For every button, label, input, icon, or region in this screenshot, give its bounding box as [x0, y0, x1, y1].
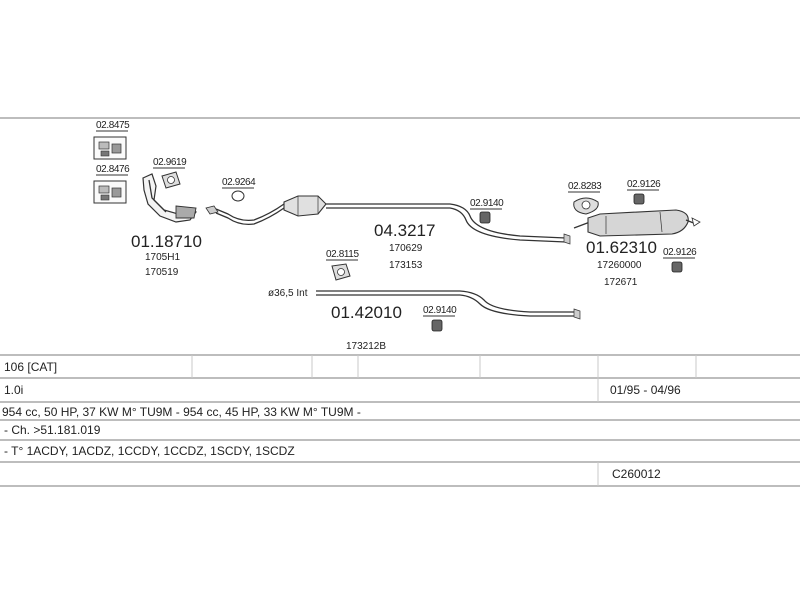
table-specs: 954 cc, 50 HP, 37 KW M° TU9M - 954 cc, 4… [2, 405, 361, 419]
part-02-9619[interactable]: 02.9619 [153, 157, 188, 189]
front-pipe-code: 01.18710 [131, 232, 202, 251]
part-02-9140-upper[interactable]: 02.9140 [470, 198, 505, 224]
part-label: 02.8475 [96, 120, 130, 131]
table-model: 106 [CAT] [4, 360, 57, 374]
part-02-8115[interactable]: 02.8115 [326, 249, 360, 281]
part-02-8475[interactable]: 02.8475 [93, 120, 131, 160]
table-types: - T° 1ACDY, 1ACDZ, 1CCDY, 1CCDZ, 1SCDY, … [4, 444, 295, 458]
catalytic-converter [283, 195, 327, 217]
rear-silencer-ref-2: 172671 [604, 277, 638, 288]
part-label: 02.9619 [153, 157, 187, 168]
alt-pipe-ref: 173212B [346, 341, 386, 352]
part-02-9140-lower[interactable]: 02.9140 [423, 305, 458, 332]
alt-middle-pipe[interactable]: ø36,5 Int 01.42010 173212B [268, 288, 581, 352]
part-02-9264[interactable]: 02.9264 [222, 177, 257, 202]
part-label: 02.9126 [627, 179, 661, 190]
part-label: 02.8283 [568, 181, 602, 192]
part-label: 02.8476 [96, 164, 130, 175]
table-period: 01/95 - 04/96 [610, 383, 681, 397]
middle-pipe-upper [215, 203, 285, 222]
part-label: 02.9140 [423, 305, 457, 316]
rear-silencer-code: 01.62310 [586, 238, 657, 257]
part-02-8476[interactable]: 02.8476 [93, 164, 131, 204]
silencer-body [587, 209, 689, 237]
front-pipe-ref-2: 170519 [145, 267, 179, 278]
middle-section-ref-2: 173153 [389, 260, 423, 271]
part-label: 02.9126 [663, 247, 697, 258]
front-pipe-ref-1: 1705H1 [145, 252, 180, 263]
middle-pipe-lower [215, 207, 285, 226]
part-02-9126-upper[interactable]: 02.9126 [627, 179, 662, 205]
front-pipe[interactable]: 01.18710 1705H1 170519 [131, 173, 202, 278]
part-label: 02.9264 [222, 177, 256, 188]
rear-silencer[interactable]: 01.62310 17260000 172671 [573, 209, 701, 288]
middle-section[interactable]: 04.3217 170629 173153 [205, 195, 571, 271]
table-ref: C260012 [612, 467, 661, 481]
table-engine: 1.0i [4, 383, 23, 397]
rear-silencer-ref-1: 17260000 [597, 260, 642, 271]
middle-section-code: 04.3217 [374, 221, 435, 240]
alt-pipe-diameter-note: ø36,5 Int [268, 288, 308, 299]
part-label: 02.9140 [470, 198, 504, 209]
spec-table: 106 [CAT] 1.0i 01/95 - 04/96 954 cc, 50 … [0, 354, 800, 487]
part-label: 02.8115 [326, 249, 359, 260]
middle-section-ref-1: 170629 [389, 243, 423, 254]
table-chassis: - Ch. >51.181.019 [4, 423, 101, 437]
alt-pipe-code: 01.42010 [331, 303, 402, 322]
part-02-9126-lower[interactable]: 02.9126 [663, 247, 698, 273]
part-02-8283[interactable]: 02.8283 [568, 181, 603, 215]
